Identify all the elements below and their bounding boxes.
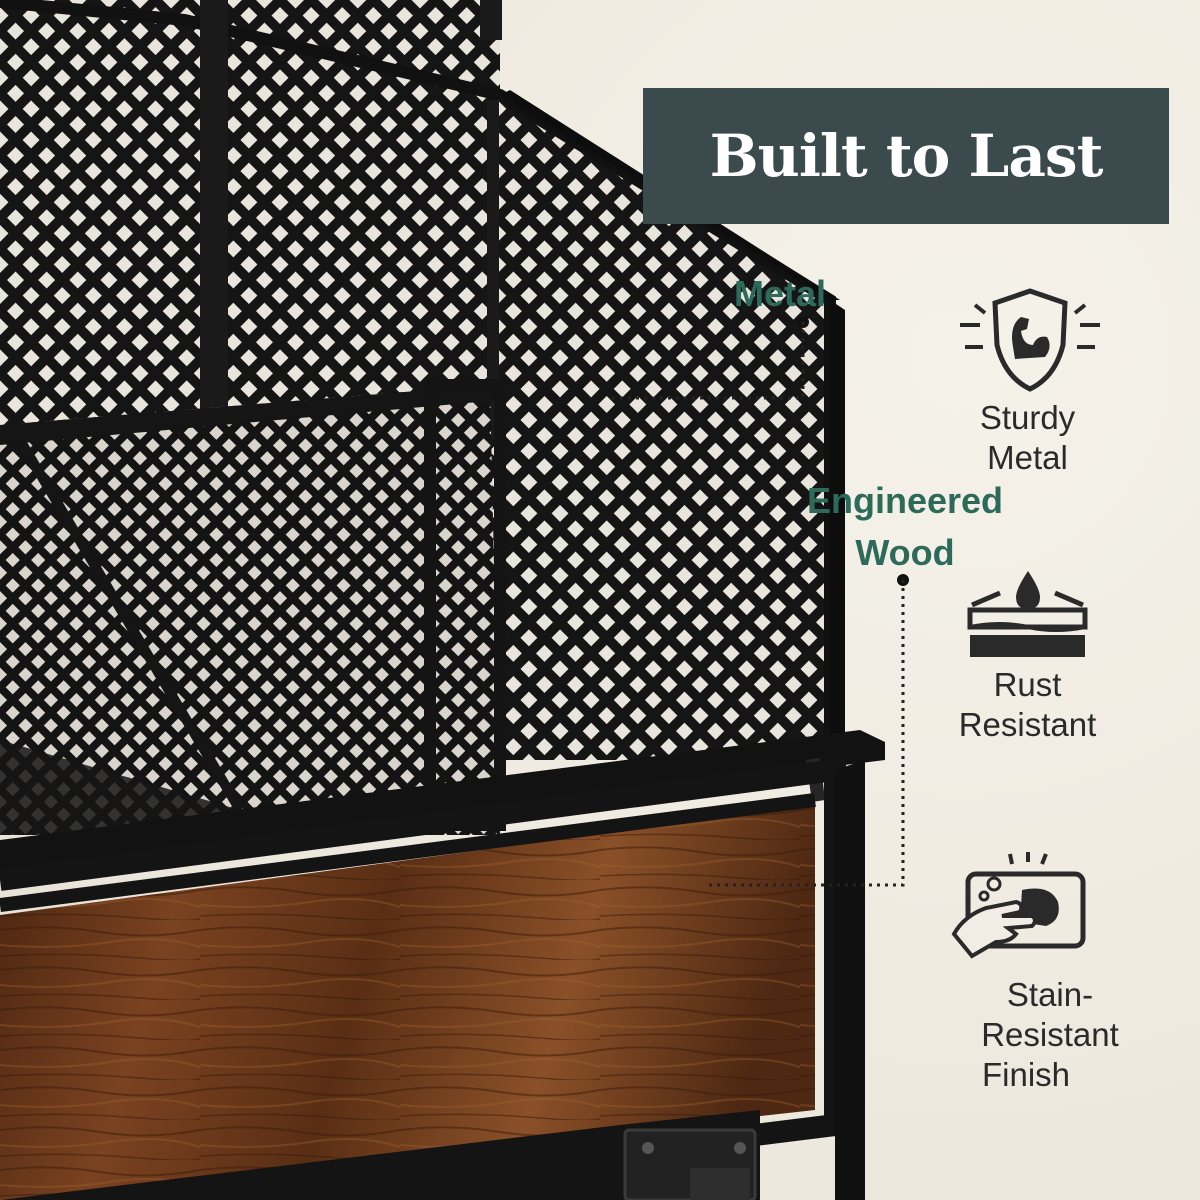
feature-stain-line3: Finish xyxy=(982,1056,1071,1093)
feature-sturdy-line1: Sturdy xyxy=(979,399,1076,436)
page-title: Built to Last xyxy=(709,122,1104,190)
wiping-hand-icon xyxy=(951,852,1086,959)
muscle-shield-icon xyxy=(960,288,1100,392)
feature-stain-line1: Stain- xyxy=(1006,976,1094,1013)
callout-engineered-wood: Engineered Wood xyxy=(770,475,1040,579)
feature-stain-line2: Resistant xyxy=(981,1016,1119,1053)
feature-sturdy-metal: Sturdy Metal xyxy=(945,398,1110,478)
feature-rust-line1: Rust xyxy=(993,666,1062,703)
callout-metal-label: Metal xyxy=(733,273,827,314)
feature-sturdy-line2: Metal xyxy=(987,439,1068,476)
feature-stain-resistant: Stain- Resistant Finish xyxy=(950,975,1150,1095)
water-drop-layers-icon xyxy=(967,571,1088,657)
divider-mesh-panel xyxy=(0,385,500,835)
callout-wood-line1: Engineered xyxy=(806,480,1004,521)
feature-rust-resistant: Rust Resistant xyxy=(935,665,1120,745)
basket-rim xyxy=(0,730,885,870)
callout-metal: Metal xyxy=(700,268,860,320)
title-banner: Built to Last xyxy=(643,88,1169,224)
callout-wood-line2: Wood xyxy=(855,532,955,573)
feature-rust-line2: Resistant xyxy=(958,706,1097,743)
